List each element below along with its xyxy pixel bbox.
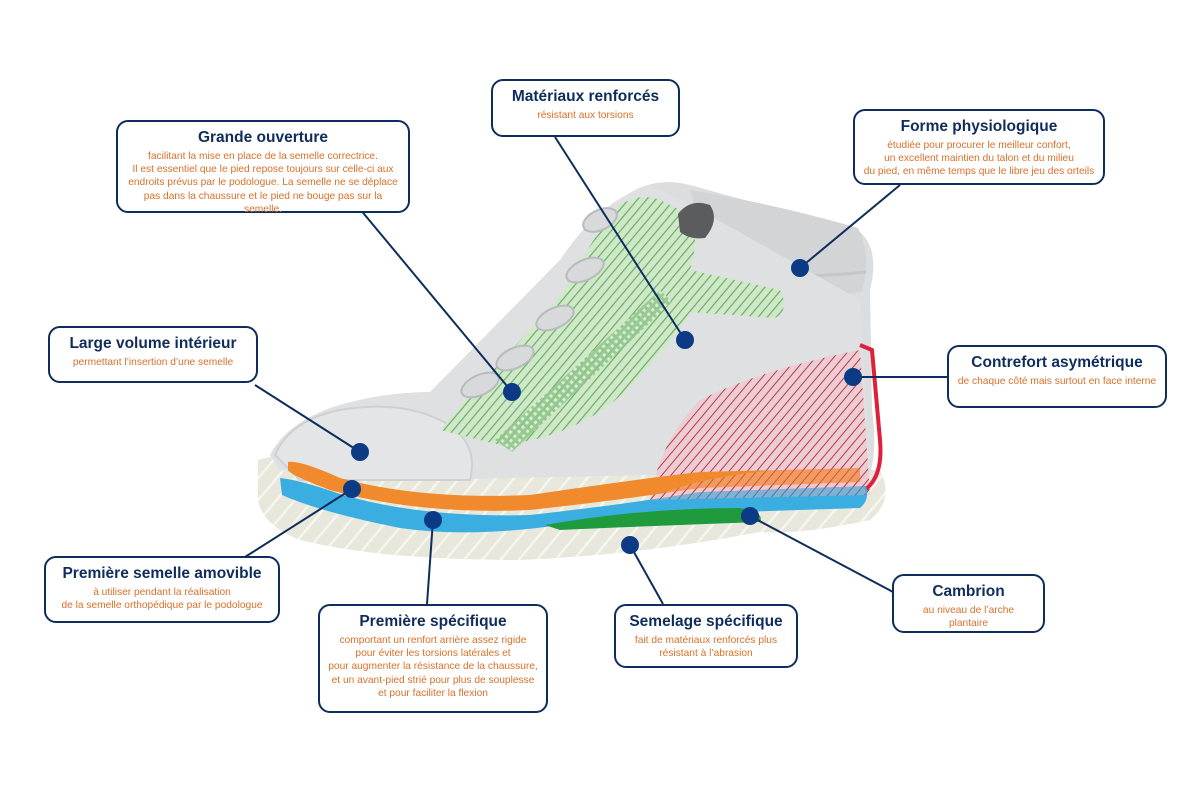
marker-premiere-specifique: [424, 511, 442, 529]
callout-description: à utiliser pendant la réalisation de la …: [61, 587, 263, 612]
marker-cambrion: [741, 507, 759, 525]
marker-grande-ouverture: [503, 383, 521, 401]
callout-description: étudiée pour procurer le meilleur confor…: [863, 140, 1095, 178]
marker-volume: [351, 443, 369, 461]
callout-large-volume: Large volume intérieur permettant l’inse…: [48, 326, 258, 383]
marker-premiere-semelle: [343, 480, 361, 498]
shank: [545, 508, 761, 530]
leader-lines: [244, 136, 948, 605]
callout-title: Matériaux renforcés: [511, 88, 660, 105]
callout-forme-physiologique: Forme physiologique étudiée pour procure…: [853, 109, 1105, 185]
callout-description: au niveau de l’arche plantaire: [922, 605, 1015, 630]
callout-semelage: Semelage spécifique fait de matériaux re…: [614, 604, 798, 668]
callout-title: Contrefort asymétrique: [971, 354, 1143, 371]
callout-description: permettant l’insertion d’une semelle: [72, 357, 234, 368]
laces: [460, 207, 618, 399]
callout-description: de chaque côté mais surtout en face inte…: [957, 376, 1157, 387]
callout-title: Cambrion: [932, 583, 1005, 600]
callout-description: comportant un renfort arrière assez rigi…: [328, 635, 538, 699]
marker-dots: [343, 259, 862, 554]
reinforced-panel: [440, 196, 784, 445]
marker-semelage: [621, 536, 639, 554]
callout-contrefort: Contrefort asymétrique de chaque côté ma…: [947, 345, 1167, 408]
callout-premiere-specifique: Première spécifique comportant un renfor…: [318, 604, 548, 713]
callout-title: Semelage spécifique: [629, 613, 783, 630]
callout-premiere-semelle: Première semelle amovible à utiliser pen…: [44, 556, 280, 623]
marker-forme: [791, 259, 809, 277]
callout-cambrion: Cambrion au niveau de l’arche plantaire: [892, 574, 1045, 633]
marker-contrefort: [844, 368, 862, 386]
callout-grande-ouverture: Grande ouverture facilitant la mise en p…: [116, 120, 410, 215]
callout-description: facilitant la mise en place de la semell…: [128, 151, 398, 215]
callout-title: Forme physiologique: [900, 118, 1058, 135]
callout-title: Première semelle amovible: [62, 565, 262, 582]
removable-insole: [288, 461, 860, 511]
callout-description: résistant aux torsions: [537, 110, 634, 121]
heel-counter: [650, 350, 870, 500]
callout-title: Première spécifique: [359, 613, 507, 630]
marker-materiaux: [676, 331, 694, 349]
callout-title: Grande ouverture: [197, 129, 329, 146]
callout-title: Large volume intérieur: [69, 335, 237, 352]
callout-description: fait de matériaux renforcés plus résista…: [634, 635, 778, 660]
callout-materiaux-renforces: Matériaux renforcés résistant aux torsio…: [491, 79, 680, 137]
toe-cap: [273, 405, 473, 481]
zipper: [495, 290, 672, 452]
zipper-pull: [678, 202, 714, 239]
